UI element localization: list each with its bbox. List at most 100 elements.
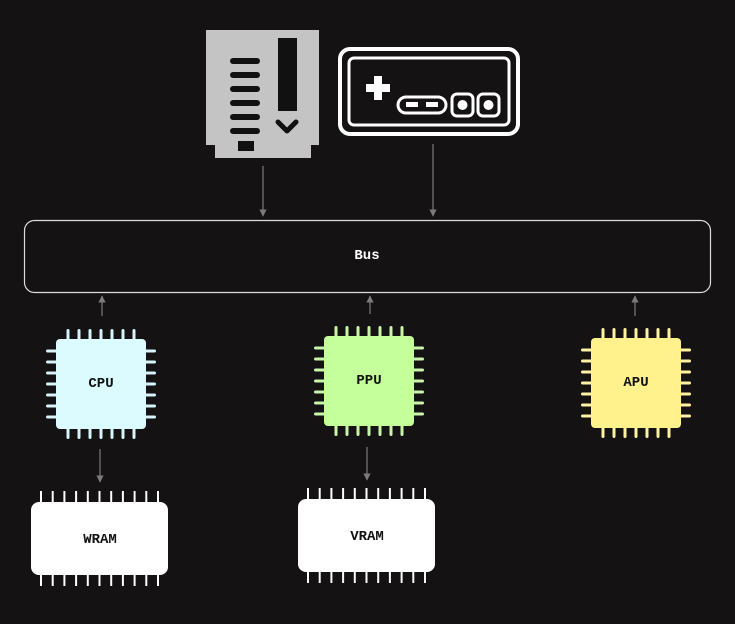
apu-pin-left xyxy=(581,392,593,396)
cpu-pin-top xyxy=(110,329,114,341)
apu-pin-right xyxy=(679,359,691,363)
ppu-pin-top xyxy=(400,326,404,338)
cpu-pin-bottom xyxy=(121,427,125,439)
cpu-pin-left xyxy=(46,349,58,353)
ppu-pin-top xyxy=(345,326,349,338)
ppu-pin-top xyxy=(367,326,371,338)
cartridge-icon xyxy=(206,30,319,158)
apu-pin-left xyxy=(581,414,593,418)
vram-module-body xyxy=(298,499,435,572)
ppu-pin-top xyxy=(334,326,338,338)
ppu-pin-left xyxy=(314,379,326,383)
cpu-pin-top xyxy=(99,329,103,341)
ppu-pin-bottom xyxy=(345,424,349,436)
ppu-pin-bottom xyxy=(367,424,371,436)
cpu-pin-top xyxy=(88,329,92,341)
ppu-pin-right xyxy=(412,390,424,394)
apu-pin-left xyxy=(581,348,593,352)
cpu-pin-right xyxy=(144,415,156,419)
ppu-pin-right xyxy=(412,346,424,350)
cpu-pin-left xyxy=(46,393,58,397)
ppu-pin-bottom xyxy=(378,424,382,436)
apu-pin-right xyxy=(679,403,691,407)
cpu-pin-bottom xyxy=(88,427,92,439)
cpu-pin-right xyxy=(144,393,156,397)
ppu-pin-bottom xyxy=(334,424,338,436)
apu-pin-left xyxy=(581,370,593,374)
apu-pin-bottom xyxy=(634,426,638,438)
cpu-pin-bottom xyxy=(110,427,114,439)
ppu-pin-right xyxy=(412,412,424,416)
cpu-pin-right xyxy=(144,371,156,375)
apu-pin-right xyxy=(679,381,691,385)
wram-module xyxy=(31,491,168,586)
cpu-pin-bottom xyxy=(66,427,70,439)
ppu-pin-top xyxy=(356,326,360,338)
apu-pin-top xyxy=(612,328,616,340)
vram-label: VRAM xyxy=(350,529,384,545)
cpu-chip-body xyxy=(56,339,146,429)
apu-pin-bottom xyxy=(645,426,649,438)
apu-label: APU xyxy=(623,375,649,391)
ppu-pin-left xyxy=(314,412,326,416)
cpu-pin-bottom xyxy=(99,427,103,439)
bus-label: Bus xyxy=(354,248,380,264)
ppu-pin-left xyxy=(314,346,326,350)
ppu-pin-bottom xyxy=(389,424,393,436)
wram-label: WRAM xyxy=(83,532,117,548)
ppu-label: PPU xyxy=(356,373,382,389)
cpu-pin-right xyxy=(144,360,156,364)
apu-pin-top xyxy=(656,328,660,340)
apu-pin-bottom xyxy=(601,426,605,438)
ppu-pin-bottom xyxy=(400,424,404,436)
apu-pin-top xyxy=(601,328,605,340)
ppu-pin-right xyxy=(412,368,424,372)
cpu-pin-top xyxy=(66,329,70,341)
cpu-pin-left xyxy=(46,404,58,408)
cpu-pin-right xyxy=(144,349,156,353)
cpu-pin-left xyxy=(46,415,58,419)
apu-pin-bottom xyxy=(623,426,627,438)
apu-pin-bottom xyxy=(612,426,616,438)
apu-pin-left xyxy=(581,381,593,385)
connections xyxy=(96,144,639,483)
ppu-pin-top xyxy=(378,326,382,338)
ppu-pin-bottom xyxy=(356,424,360,436)
ppu-pin-left xyxy=(314,401,326,405)
cpu-pin-bottom xyxy=(132,427,136,439)
cpu-pin-top xyxy=(77,329,81,341)
cpu-pin-top xyxy=(121,329,125,341)
apu-pin-right xyxy=(679,414,691,418)
cpu-label: CPU xyxy=(88,376,114,392)
cpu-pin-top xyxy=(132,329,136,341)
apu-pin-bottom xyxy=(656,426,660,438)
cpu-pin-bottom xyxy=(77,427,81,439)
apu-chip xyxy=(581,328,691,438)
apu-pin-top xyxy=(645,328,649,340)
apu-pin-right xyxy=(679,348,691,352)
apu-pin-right xyxy=(679,370,691,374)
vram-module xyxy=(298,488,435,583)
cpu-pin-left xyxy=(46,360,58,364)
ppu-pin-right xyxy=(412,379,424,383)
wram-module-body xyxy=(31,502,168,575)
cpu-chip xyxy=(46,329,156,439)
ppu-pin-right xyxy=(412,401,424,405)
apu-pin-top xyxy=(667,328,671,340)
ppu-pin-left xyxy=(314,357,326,361)
ppu-pin-top xyxy=(389,326,393,338)
ppu-pin-left xyxy=(314,390,326,394)
apu-pin-right xyxy=(679,392,691,396)
ppu-pin-right xyxy=(412,357,424,361)
cpu-pin-right xyxy=(144,382,156,386)
cpu-pin-left xyxy=(46,371,58,375)
apu-pin-top xyxy=(634,328,638,340)
ppu-chip xyxy=(314,326,424,436)
apu-pin-left xyxy=(581,359,593,363)
apu-pin-left xyxy=(581,403,593,407)
apu-chip-body xyxy=(591,338,681,428)
cpu-pin-right xyxy=(144,404,156,408)
cpu-pin-left xyxy=(46,382,58,386)
